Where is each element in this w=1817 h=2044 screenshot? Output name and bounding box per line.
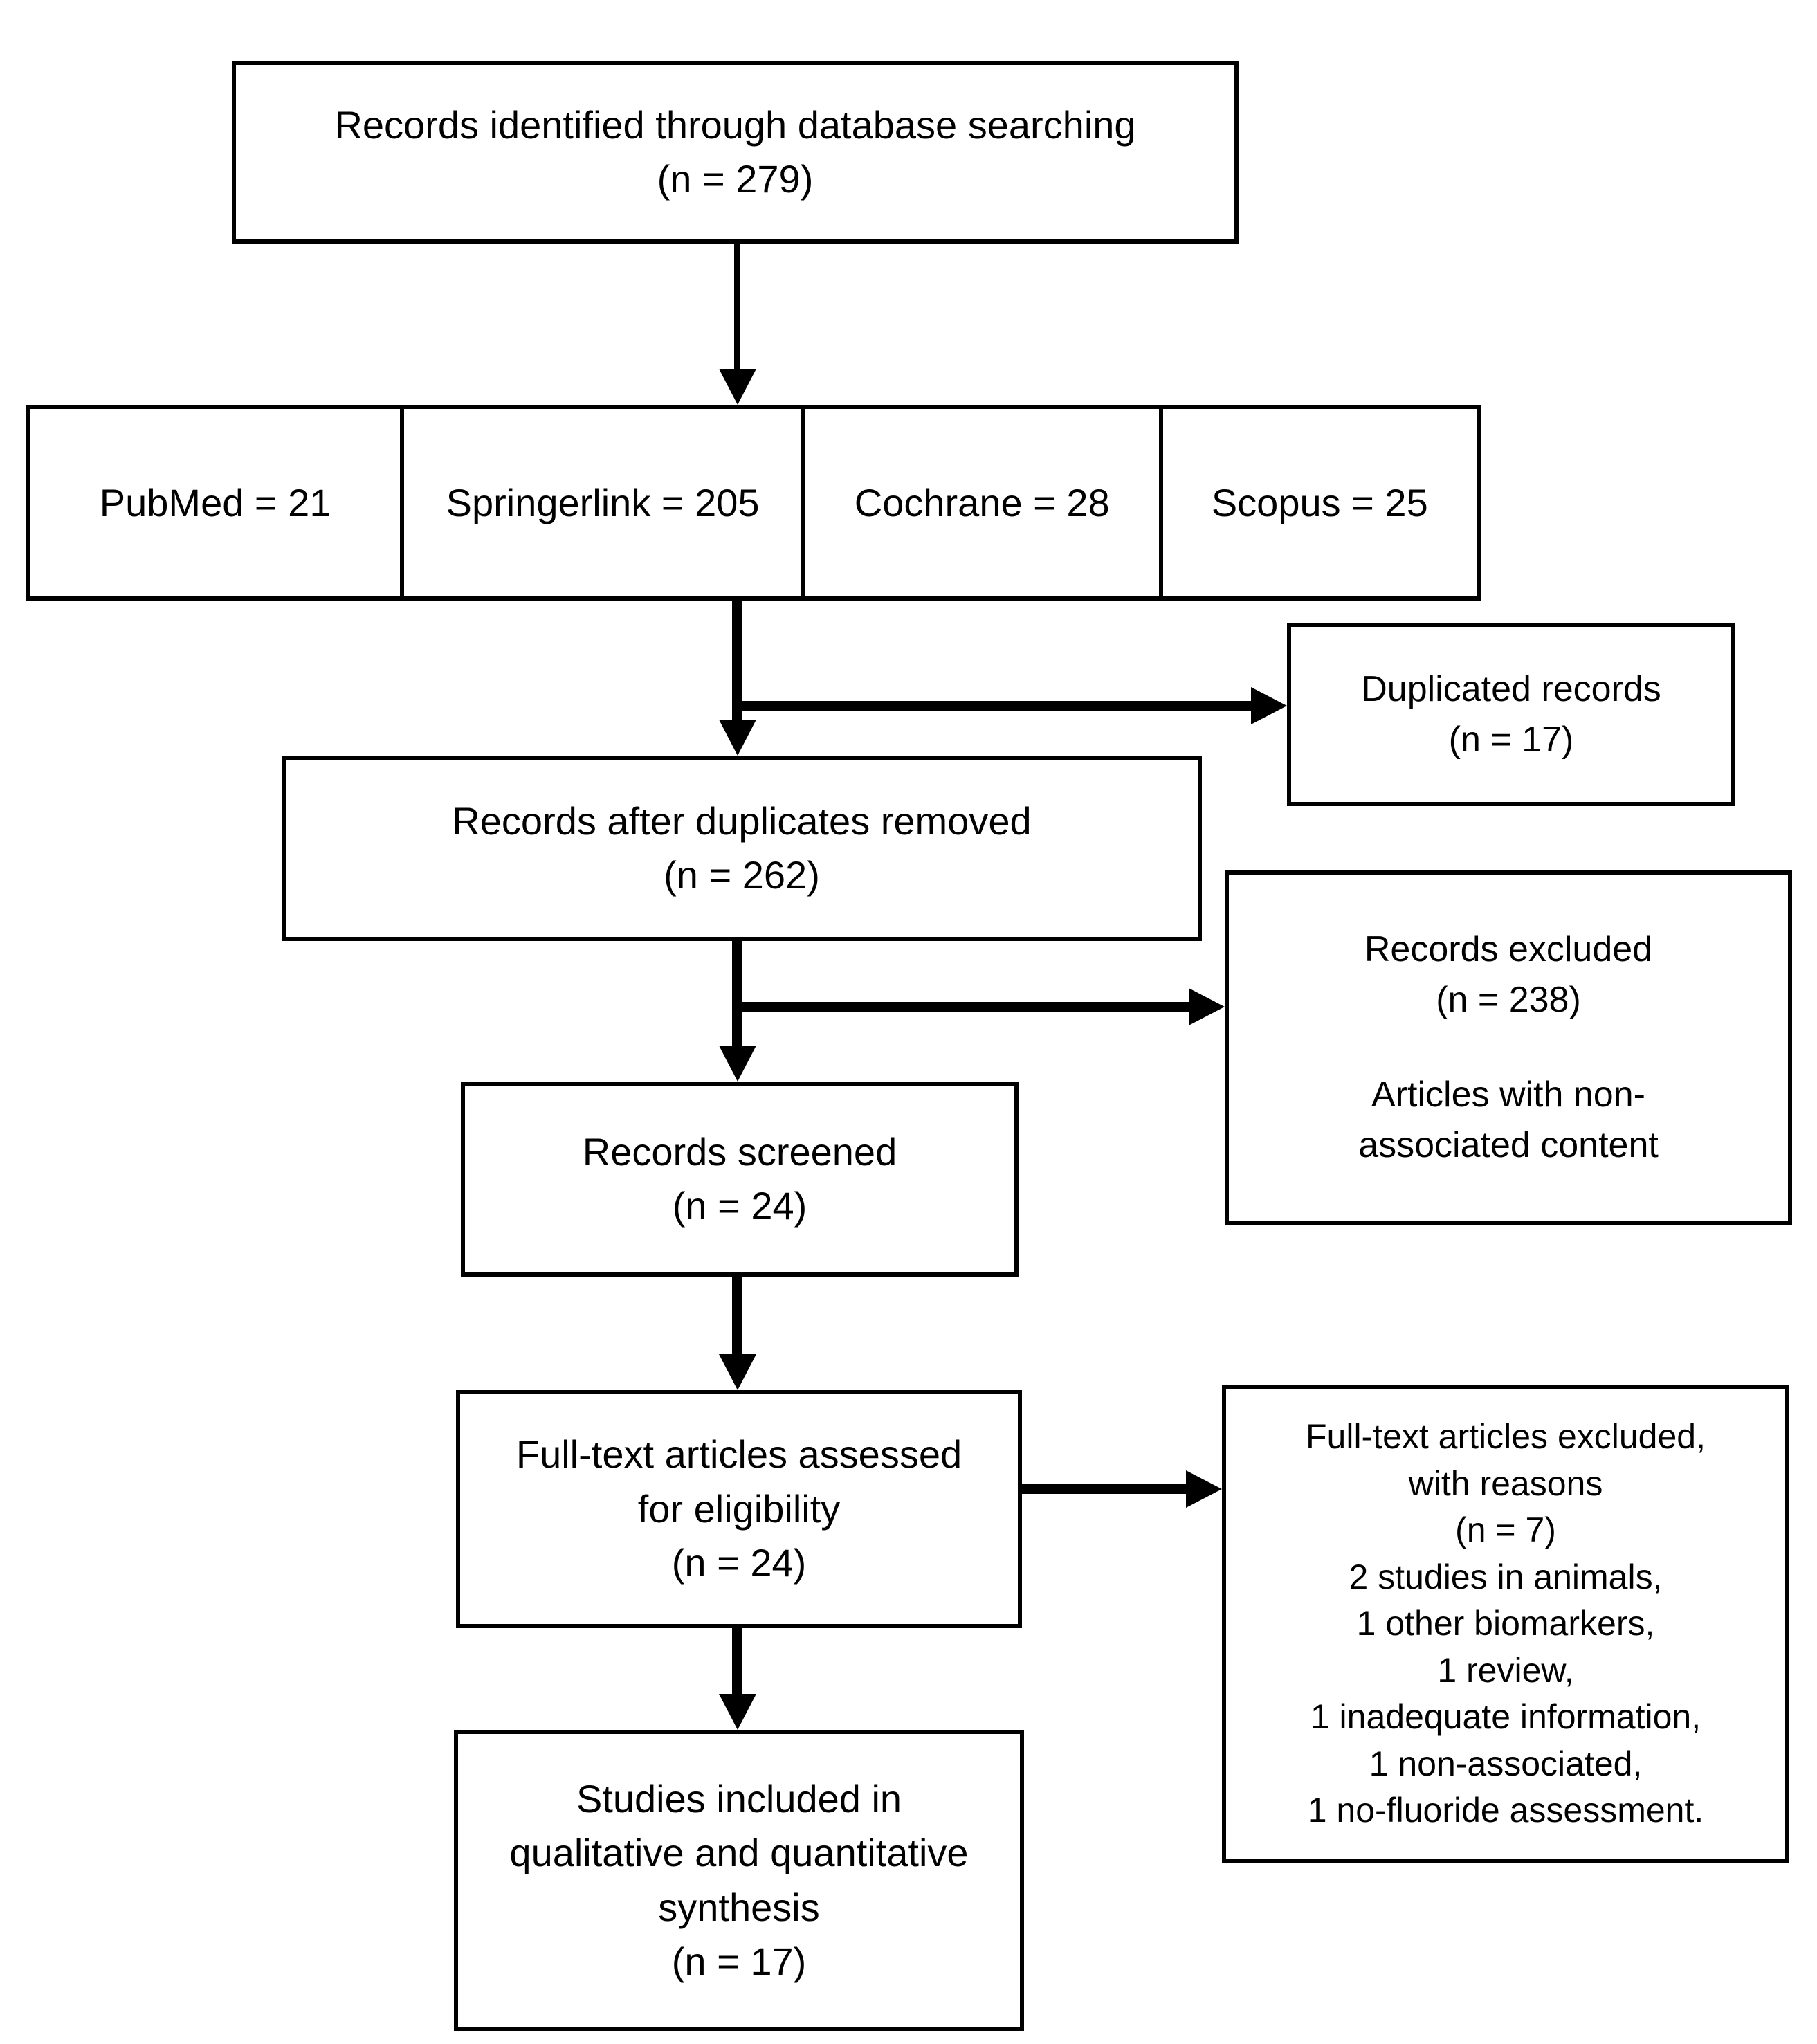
box-records-identified-count: (n = 279): [657, 157, 814, 201]
box-source-pubmed: PubMed = 21: [30, 409, 405, 596]
arrow-line-identified-to-sources: [734, 244, 740, 374]
box-studies-included-line2: qualitative and quantitative: [509, 1831, 969, 1875]
box-studies-included-line3: synthesis: [658, 1885, 820, 1929]
box-source-scopus: Scopus = 25: [1163, 409, 1477, 596]
arrowhead-after-duplicates-to-screened: [719, 1046, 756, 1082]
box-records-identified-line1: Records identified through database sear…: [334, 102, 1136, 147]
box-source-springerlink: Springerlink = 205: [404, 409, 805, 596]
arrowhead-identified-to-sources: [719, 369, 756, 405]
box-records-identified: Records identified through database sear…: [232, 61, 1239, 244]
box-records-excluded-count: (n = 238): [1436, 980, 1581, 1021]
box-fulltext-excluded-reason6: 1 no-fluoride assessment.: [1307, 1791, 1704, 1830]
arrow-line-to-duplicated-records: [737, 701, 1254, 711]
box-fulltext-excluded-reason5: 1 non-associated,: [1369, 1744, 1643, 1783]
box-after-duplicates-line1: Records after duplicates removed: [452, 799, 1032, 843]
box-fulltext-assessed-line1: Full-text articles assessed: [515, 1432, 962, 1477]
arrow-line-to-records-excluded: [737, 1002, 1190, 1012]
source-cochrane-label: Cochrane = 28: [854, 481, 1110, 524]
box-fulltext-assessed-line2: for eligibility: [637, 1486, 841, 1531]
arrowhead-to-duplicated-records: [1251, 687, 1287, 724]
box-records-excluded-line1: Records excluded: [1364, 929, 1653, 970]
box-records-excluded-reason-line1: Articles with non-: [1371, 1075, 1645, 1115]
arrowhead-fulltext-to-included: [719, 1694, 756, 1730]
arrow-line-sources-to-after-duplicates: [732, 601, 742, 725]
arrowhead-to-fulltext-excluded: [1186, 1470, 1222, 1508]
arrowhead-to-records-excluded: [1189, 988, 1225, 1025]
box-fulltext-excluded-reason2: 1 other biomarkers,: [1356, 1604, 1655, 1643]
box-studies-included-count: (n = 17): [671, 1939, 807, 1983]
box-fulltext-excluded-reason4: 1 inadequate information,: [1310, 1697, 1701, 1737]
source-springerlink-label: Springerlink = 205: [446, 481, 760, 524]
box-duplicated-records-line1: Duplicated records: [1361, 668, 1661, 709]
box-fulltext-excluded: Full-text articles excluded, with reason…: [1222, 1385, 1789, 1863]
box-studies-included-line1: Studies included in: [576, 1776, 902, 1821]
box-fulltext-excluded-line1: Full-text articles excluded,: [1305, 1417, 1706, 1457]
box-after-duplicates-count: (n = 262): [664, 853, 820, 897]
box-records-screened-count: (n = 24): [672, 1184, 807, 1228]
box-studies-included: Studies included in qualitative and quan…: [454, 1730, 1024, 2031]
box-records-excluded-reason-line2: associated content: [1358, 1124, 1659, 1165]
box-duplicated-records-count: (n = 17): [1448, 719, 1574, 760]
box-fulltext-assessed-count: (n = 24): [671, 1541, 807, 1585]
arrowhead-sources-to-after-duplicates: [719, 720, 756, 756]
box-row-database-sources: PubMed = 21 Springerlink = 205 Cochrane …: [26, 405, 1481, 601]
box-fulltext-assessed: Full-text articles assessed for eligibil…: [456, 1390, 1022, 1628]
arrow-line-screened-to-fulltext: [732, 1277, 742, 1357]
box-after-duplicates-removed: Records after duplicates removed (n = 26…: [282, 756, 1202, 941]
source-pubmed-label: PubMed = 21: [99, 481, 331, 524]
box-records-screened: Records screened (n = 24): [461, 1082, 1019, 1277]
box-duplicated-records: Duplicated records (n = 17): [1287, 623, 1735, 806]
box-fulltext-excluded-count: (n = 7): [1455, 1511, 1556, 1550]
box-fulltext-excluded-reason3: 1 review,: [1437, 1650, 1574, 1690]
arrow-line-fulltext-to-included: [732, 1628, 742, 1697]
box-source-cochrane: Cochrane = 28: [805, 409, 1163, 596]
source-scopus-label: Scopus = 25: [1211, 481, 1428, 524]
arrowhead-screened-to-fulltext: [719, 1354, 756, 1390]
box-fulltext-excluded-reason1: 2 studies in animals,: [1349, 1557, 1663, 1596]
box-fulltext-excluded-line2: with reasons: [1408, 1463, 1603, 1503]
arrow-line-after-duplicates-to-screened: [732, 941, 742, 1048]
box-records-excluded: Records excluded (n = 238) Articles with…: [1225, 870, 1792, 1225]
box-records-screened-line1: Records screened: [582, 1129, 897, 1174]
arrow-line-to-fulltext-excluded: [1022, 1484, 1188, 1494]
